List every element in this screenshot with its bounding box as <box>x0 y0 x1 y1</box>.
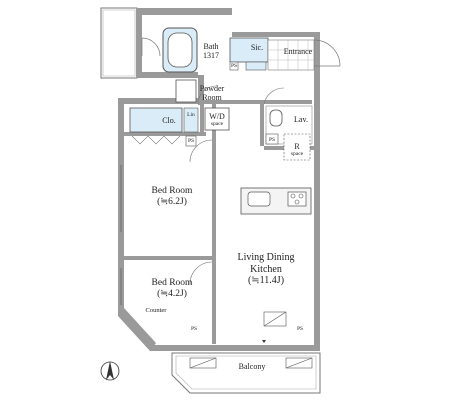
ps-label-bottom-left: PS <box>190 326 198 332</box>
r-space-box <box>283 133 311 161</box>
closet-doors <box>131 135 181 145</box>
bedroom-2-label: Bed Room(≒4.2J) <box>151 278 193 299</box>
sic-area <box>229 37 269 63</box>
ps-label-bottom-right: PS <box>296 326 304 332</box>
sic-label: Sic. <box>250 43 264 52</box>
entrance-label: Entrance <box>283 47 313 56</box>
kitchen-counter <box>240 187 312 215</box>
lav-label: Lav. <box>294 115 308 124</box>
wd-space <box>204 107 230 131</box>
ps-label-clo: PS <box>187 138 195 144</box>
bedroom-1-label: Bed Room(≒6.2J) <box>151 186 193 207</box>
ldk-marks <box>263 311 287 327</box>
sic-small-box <box>245 61 267 71</box>
upper-terrace <box>100 7 138 79</box>
balcony <box>171 340 321 394</box>
ps-label-top: PS <box>230 63 238 69</box>
ps-label-lav: PS <box>268 137 276 143</box>
powder-room <box>175 79 217 105</box>
ps-box-clo <box>185 135 197 147</box>
north-arrow-icon <box>100 361 120 381</box>
linen-area <box>183 107 199 133</box>
entrance-floor <box>267 39 341 71</box>
balcony-label: Balcony <box>238 362 266 371</box>
closet-label: Clo. <box>162 116 176 125</box>
bath-area <box>141 27 198 73</box>
linen-label: Lin <box>187 112 195 118</box>
bedroom-doors <box>189 139 213 285</box>
ps-box-top <box>229 61 239 71</box>
counter-label: Counter <box>145 307 167 314</box>
closet-area <box>129 107 183 133</box>
